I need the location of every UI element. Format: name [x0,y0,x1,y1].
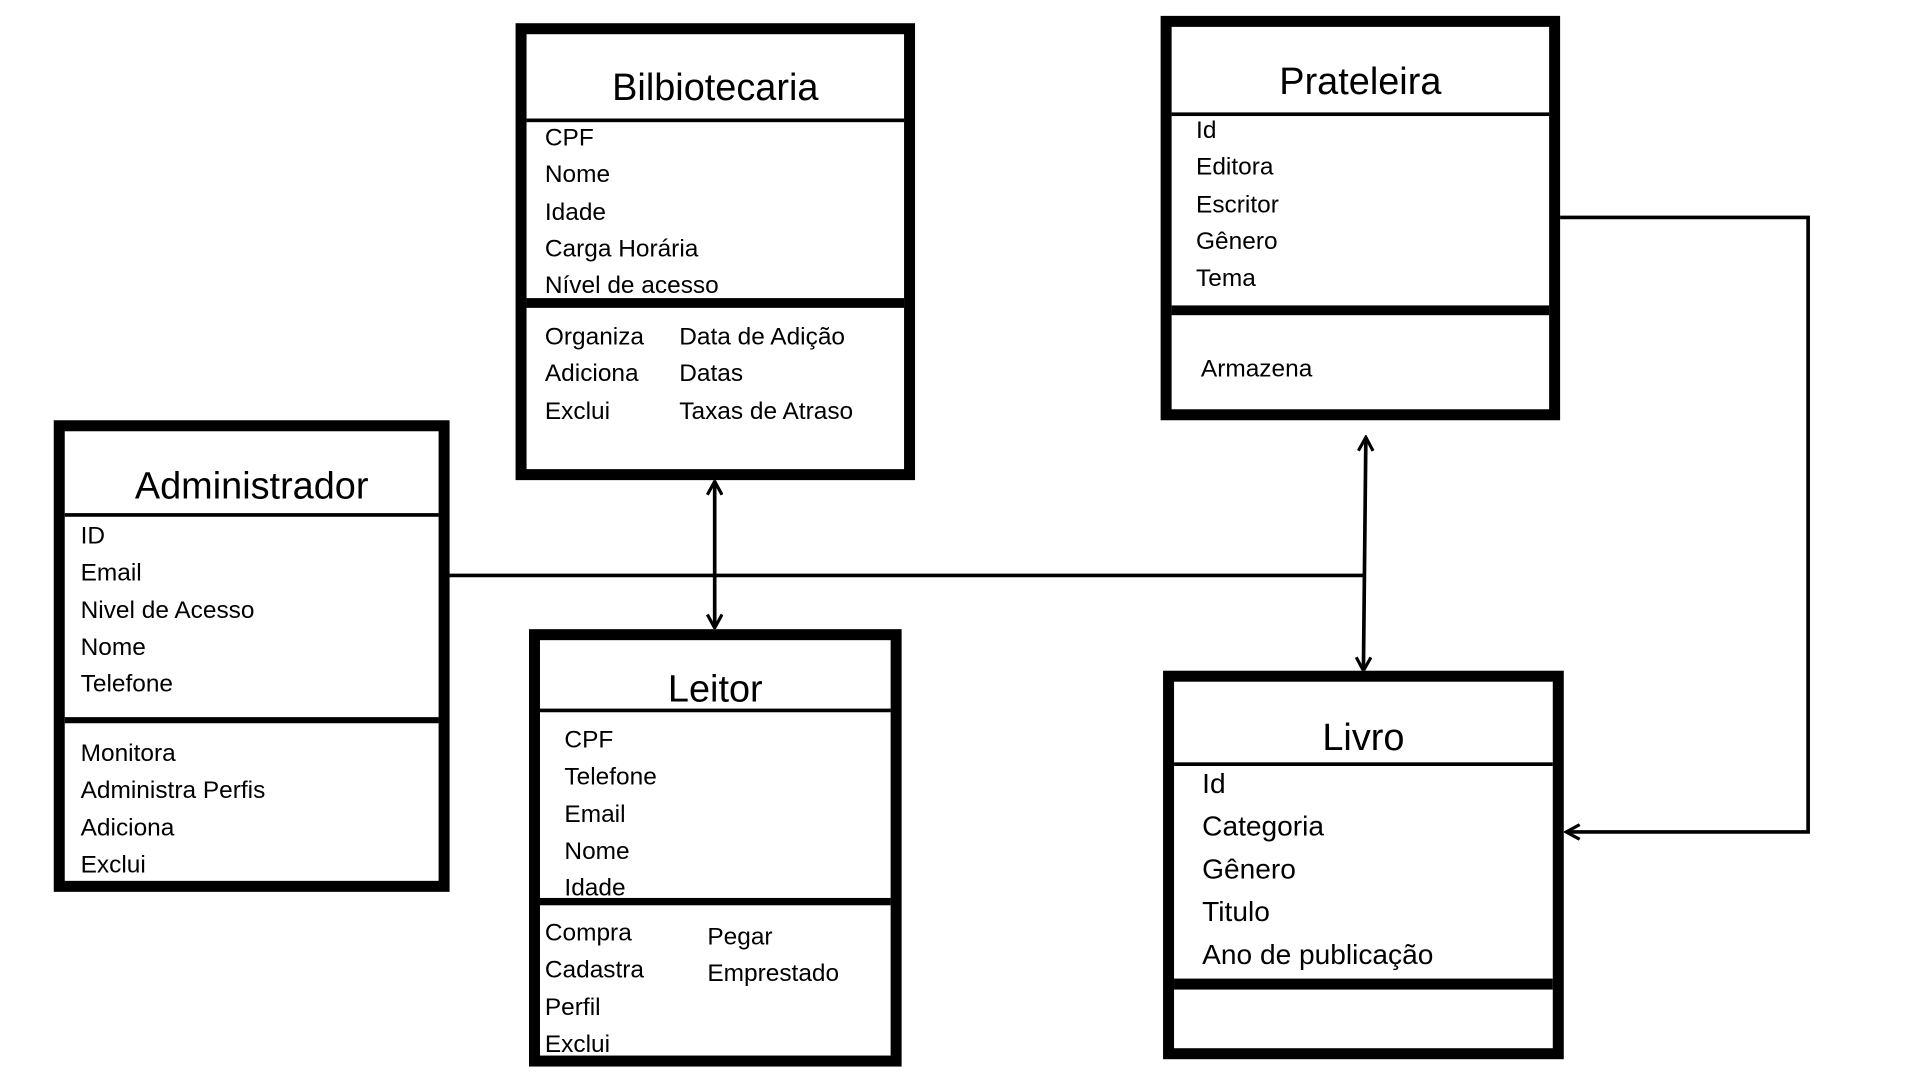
method: Compra [544,919,632,947]
connector-prateleira-livro [1363,437,1365,670]
attribute: Email [564,800,626,828]
method: Datas [679,360,744,388]
divider [1174,762,1553,767]
method-list: Armazena [1201,351,1312,388]
attribute: Nome [544,161,611,189]
method: Exclui [80,851,146,879]
class-name: Livro [1322,715,1405,759]
divider [1171,305,1550,316]
attribute: Escritor [1196,191,1279,219]
method: Adiciona [80,814,175,842]
attribute: Gênero [1202,852,1296,885]
attribute: Telefone [80,670,174,698]
class-bibliotecaria: Bilbiotecaria CPF Nome Idade Carga Horár… [515,23,916,481]
class-name: Prateleira [1279,59,1442,103]
attribute: Id [1196,117,1217,145]
class-name: Administrador [134,464,369,508]
attribute: Gênero [1196,228,1278,256]
attribute: Nome [80,633,146,661]
attribute-list: Id Editora Escritor Gênero Tema [1196,112,1279,297]
method-list: Compra Cadastra Perfil Exclui [545,915,644,1063]
attribute: Carga Horária [544,235,699,263]
class-leitor: Leitor CPF Telefone Email Nome Idade Com… [528,629,902,1067]
class-name: Leitor [667,667,763,710]
method: Adiciona [544,360,639,388]
method: Administra Perfis [80,777,266,805]
attribute: Ano de publicação [1202,938,1434,971]
attribute-list: CPF Telefone Email Nome Idade [564,722,656,907]
attribute: Categoria [1202,809,1324,842]
attribute: Nivel de Acesso [80,596,255,624]
method: Exclui [544,1030,611,1058]
attribute: CPF [544,124,594,152]
attribute: Tema [1196,265,1256,293]
attribute: Nível de acesso [544,272,719,300]
attribute: Titulo [1202,895,1270,928]
attribute-list: CPF Nome Idade Carga Horária Nível de ac… [545,120,719,305]
attribute: Idade [564,874,626,902]
divider [1174,978,1553,990]
attribute: Telefone [564,763,657,791]
method: Exclui [544,397,611,425]
class-administrador: Administrador ID Email Nivel de Acesso N… [53,420,450,892]
attribute-list: ID Email Nivel de Acesso Nome Telefone [81,518,255,703]
method-list: Monitora Administra Perfis Adiciona Excl… [81,735,266,883]
class-prateleira: Prateleira Id Editora Escritor Gênero Te… [1160,15,1561,421]
method: Monitora [80,740,176,768]
method-list: Data de Adição Datas Taxas de Atraso [679,319,853,430]
attribute: Idade [544,198,607,226]
attribute-list: Id Categoria Gênero Titulo Ano de public… [1202,762,1433,976]
method: Perfil [544,993,601,1021]
divider [64,513,439,517]
method: Taxas de Atraso [679,397,854,425]
attribute: CPF [564,726,614,754]
attribute: ID [80,522,106,550]
divider [1171,112,1550,117]
method: Organiza [544,323,645,351]
attribute: Nome [564,837,630,865]
attribute: Editora [1196,154,1274,182]
attribute: Email [80,559,142,587]
divider [539,897,891,906]
method-list: Organiza Adiciona Exclui [545,319,644,430]
method: Cadastra [544,956,645,984]
class-livro: Livro Id Categoria Gênero Titulo Ano de … [1163,670,1564,1060]
method: Emprestado [707,960,840,988]
attribute: Id [1202,767,1226,799]
divider [526,298,905,308]
method: Data de Adição [679,323,845,351]
method-list: Pegar Emprestado [707,919,839,993]
divider [526,118,905,123]
divider [539,708,891,713]
method: Pegar [707,923,773,951]
method: Armazena [1200,355,1313,383]
connector-prateleira-livro-side [1558,215,1810,832]
class-name: Bilbiotecaria [612,65,819,109]
divider [64,717,439,724]
